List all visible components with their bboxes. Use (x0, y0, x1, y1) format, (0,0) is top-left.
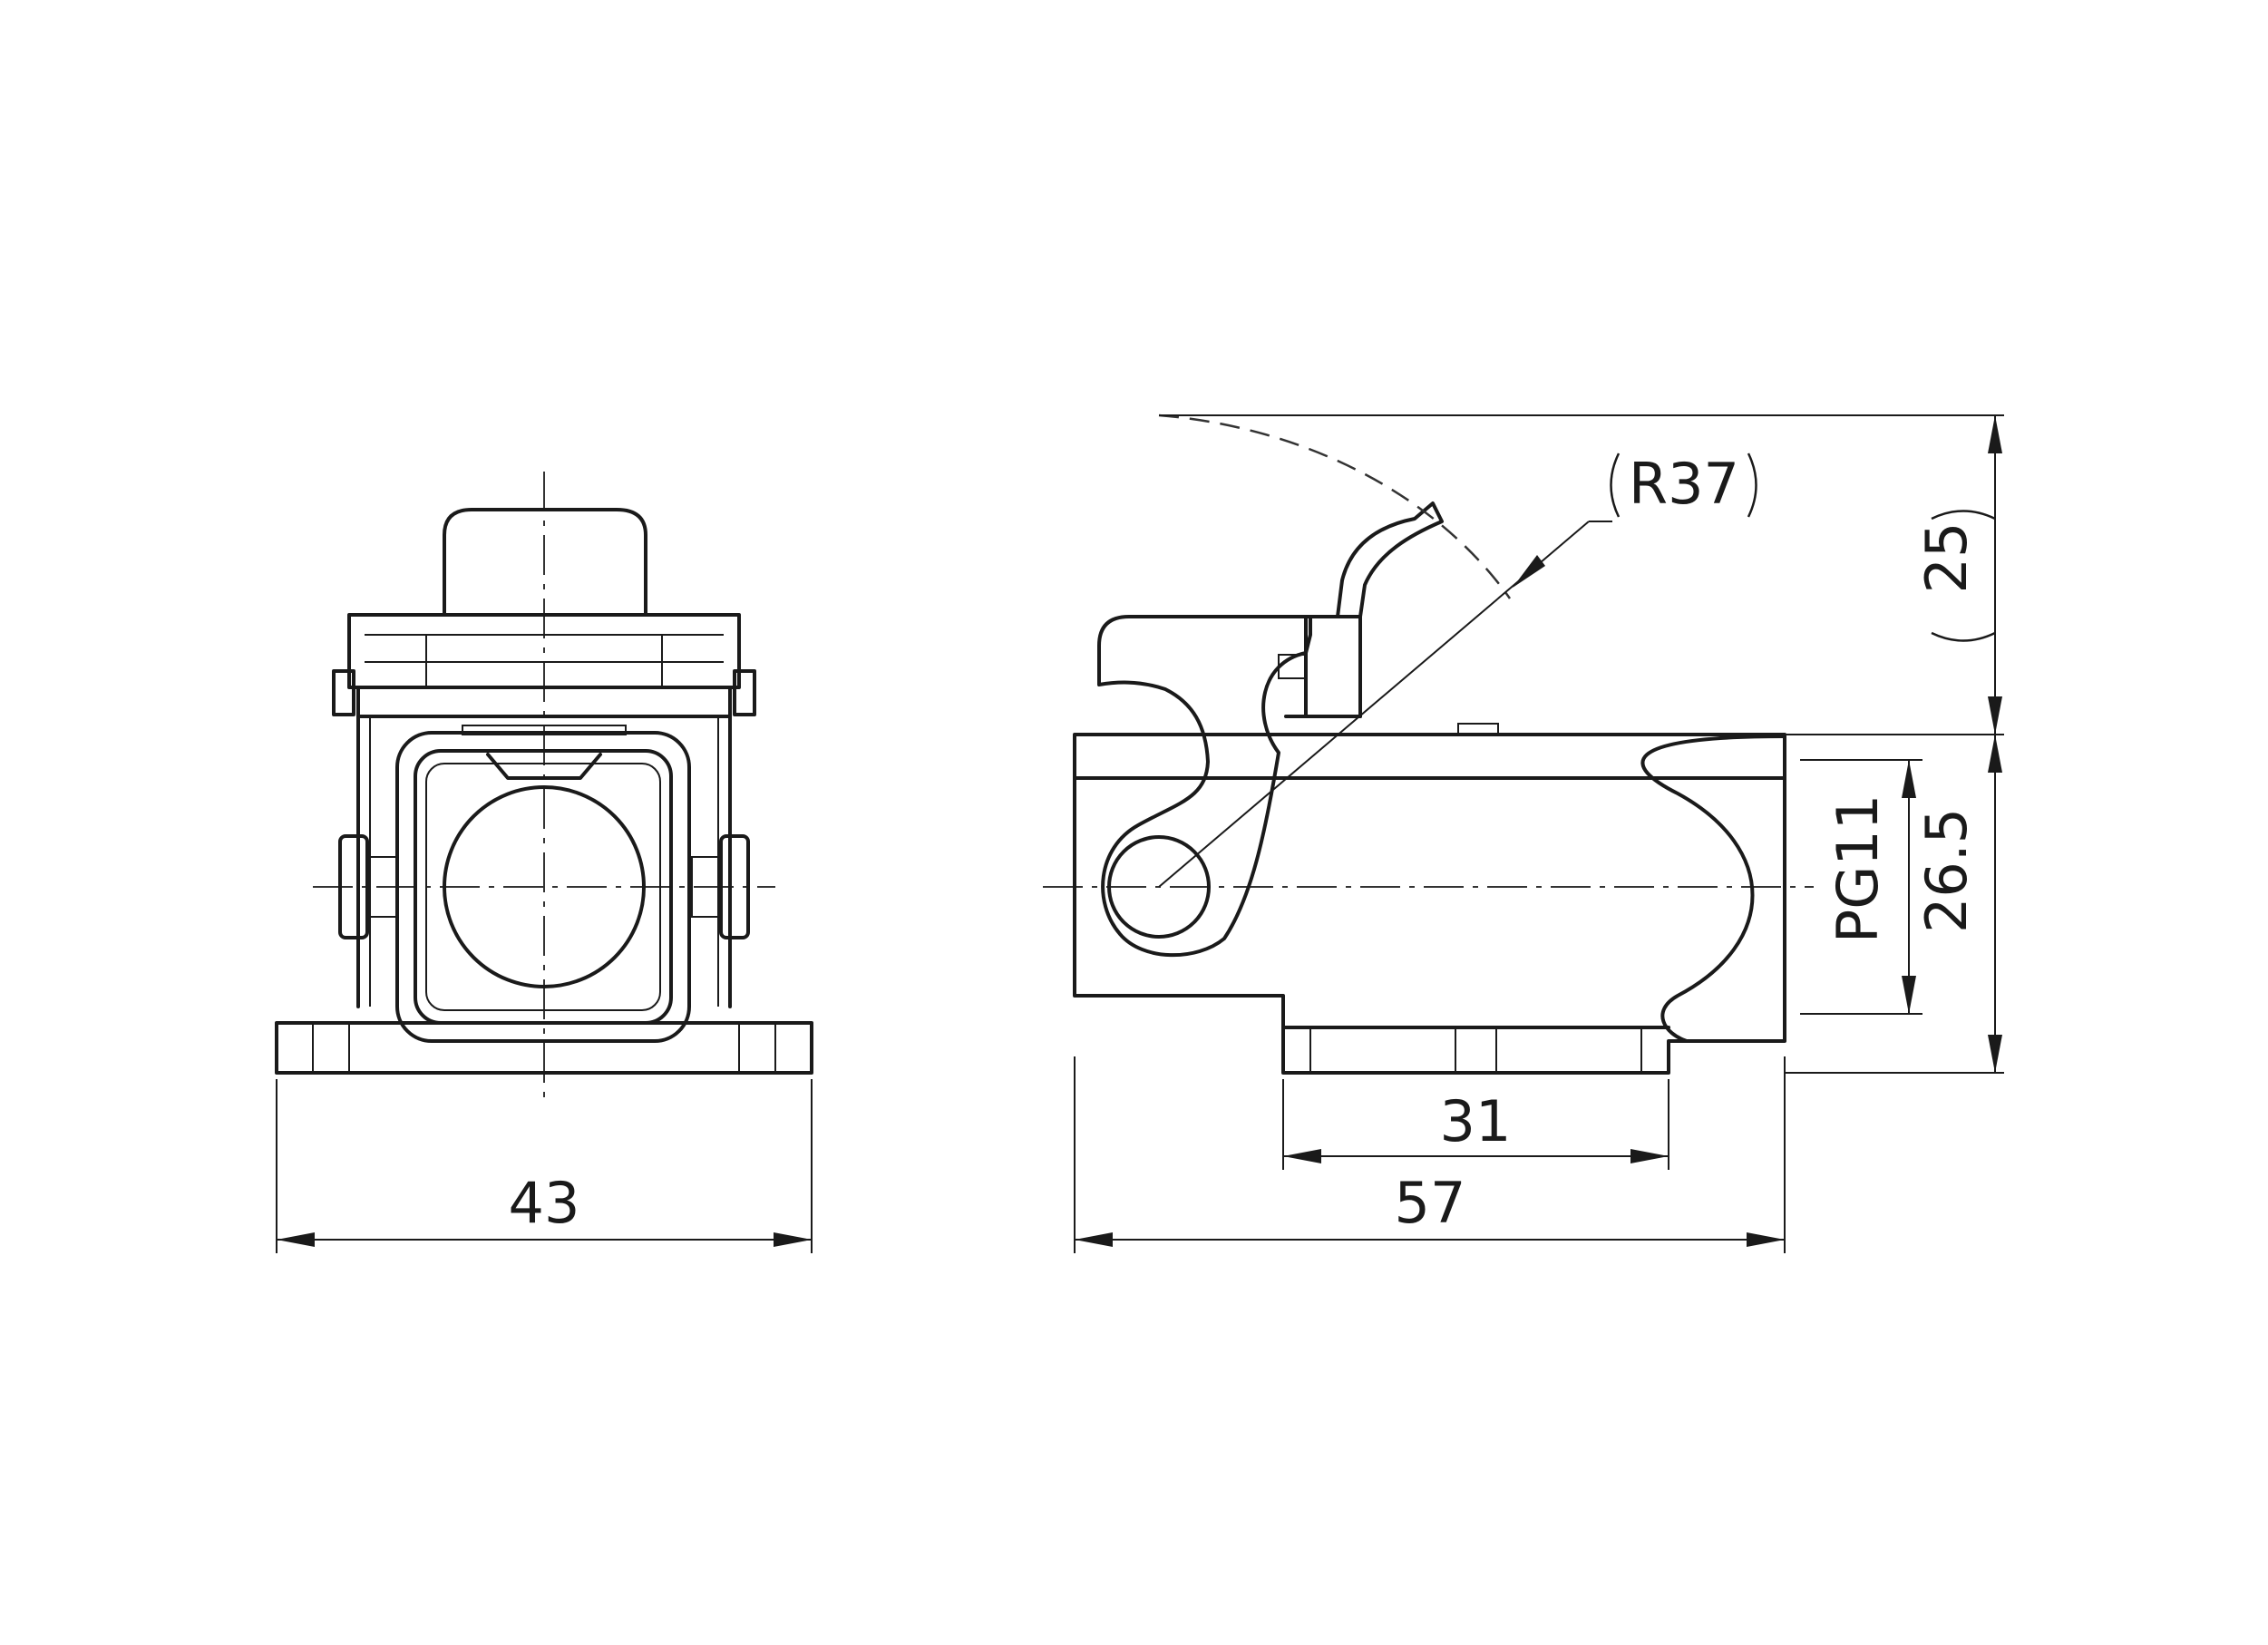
lever-cap (443, 508, 647, 617)
dim-height-label: 26.5 (1913, 808, 1980, 933)
dim-base-length-label: 31 (1440, 1088, 1512, 1154)
swing-arc (1158, 414, 1512, 599)
dim-side-length-label: 57 (1395, 1170, 1466, 1236)
dim-thread-label: PG11 (1825, 794, 1891, 943)
top-notch (486, 753, 602, 780)
left-pin (332, 669, 355, 716)
front-view: 43 (275, 472, 813, 1253)
base-plate (275, 1021, 813, 1075)
cable-entry-circle (443, 785, 646, 988)
right-pin (733, 669, 756, 716)
middle-band (356, 686, 732, 718)
locking-lever (1097, 615, 1312, 958)
cable-entry-profile (1640, 735, 1786, 1043)
lever-pivot (1107, 835, 1211, 939)
side-view: R37 25 26.5 PG11 31 (1043, 414, 2004, 1253)
side-housing (1073, 733, 1786, 1075)
lever-handle-tip (1336, 501, 1444, 618)
dim-radius-label: R37 (1629, 451, 1739, 517)
dim-front-width-label: 43 (509, 1170, 580, 1236)
lever-block (1304, 615, 1362, 718)
dim-top-clearance-label: 25 (1913, 522, 1980, 594)
housing-outer (395, 731, 691, 1043)
